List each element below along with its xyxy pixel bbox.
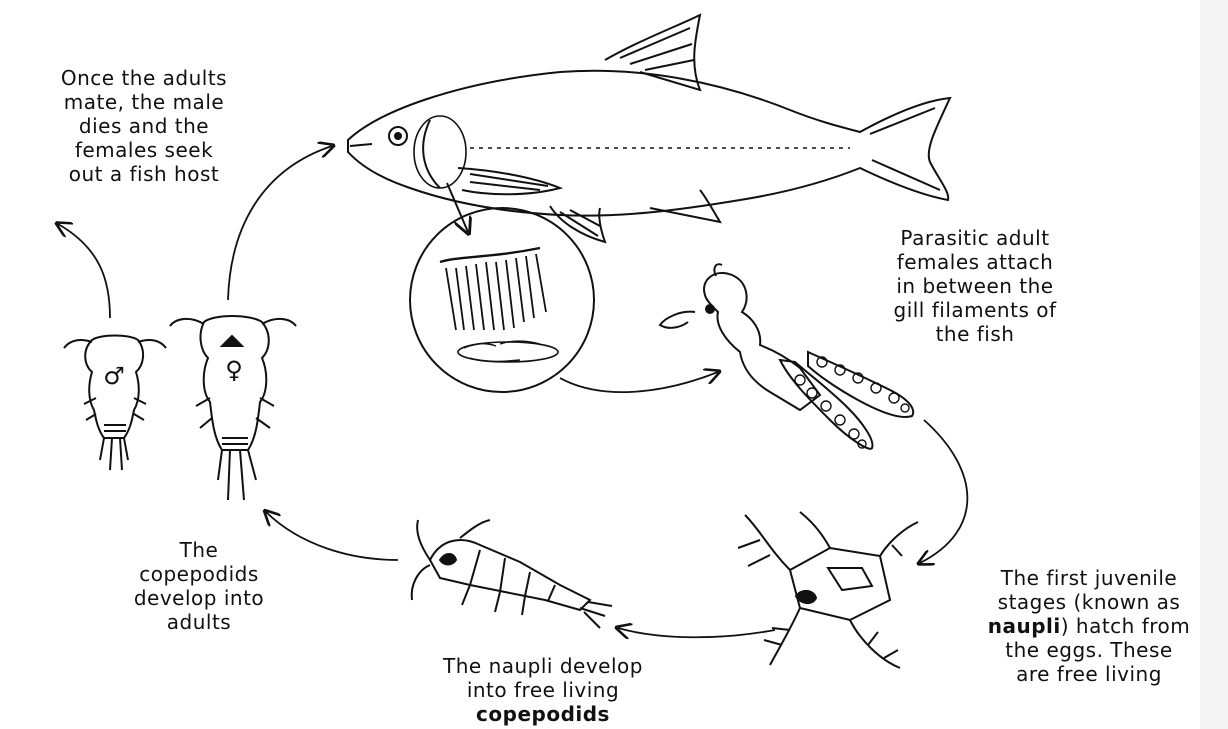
male-symbol: ♂ <box>103 362 125 390</box>
fish-host <box>348 15 950 242</box>
label-line: Parasitic adult <box>862 226 1088 250</box>
label-line: females attach <box>862 250 1088 274</box>
label-line: The first juvenile <box>960 566 1218 590</box>
label-line: adults <box>84 610 314 634</box>
nauplius <box>738 512 918 668</box>
copepodid <box>412 520 612 628</box>
label-fragment: ) hatch from <box>1061 614 1191 638</box>
egg-sac-right <box>808 352 913 417</box>
label-line: into free living <box>398 678 688 702</box>
arrow-nauplius-to-copepodid <box>618 628 775 637</box>
label-line: dies and the <box>20 114 268 138</box>
label-line: the fish <box>862 322 1088 346</box>
label-line: The <box>84 538 314 562</box>
adult-male-copepod <box>64 336 166 471</box>
female-symbol: ♀ <box>225 356 243 384</box>
label-first-juvenile: The first juvenile stages (known as naup… <box>960 566 1218 686</box>
label-line: out a fish host <box>20 162 268 186</box>
gill-filaments <box>446 254 546 330</box>
label-line: mate, the male <box>20 90 268 114</box>
fish-anal-fin <box>650 190 720 222</box>
copepodids-term: copepodids <box>398 702 688 726</box>
adult-female-copepod <box>170 316 296 500</box>
label-line: in between the <box>862 274 1088 298</box>
arrow-female-to-nauplius <box>920 420 967 563</box>
label-line: are free living <box>960 662 1218 686</box>
label-naupli-develop: The naupli develop into free living cope… <box>398 654 688 726</box>
label-line: copepodids <box>84 562 314 586</box>
arrow-gill-to-female <box>560 372 718 392</box>
arrow-male-dies <box>58 224 110 318</box>
label-line: stages (known as <box>960 590 1218 614</box>
label-parasitic-attach: Parasitic adult females attach in betwee… <box>862 226 1088 346</box>
label-line: naupli) hatch from <box>960 614 1218 638</box>
label-line: gill filaments of <box>862 298 1088 322</box>
label-line: The naupli develop <box>398 654 688 678</box>
label-line: Once the adults <box>20 66 268 90</box>
fish-pectoral-fin <box>458 168 560 194</box>
naupli-term: naupli <box>988 614 1061 638</box>
label-mate-and-seek-host: Once the adults mate, the male dies and … <box>20 66 268 186</box>
gill-highlight <box>414 116 466 188</box>
label-copepodids-develop: The copepodids develop into adults <box>84 538 314 634</box>
label-line: females seek <box>20 138 268 162</box>
label-line: develop into <box>84 586 314 610</box>
label-line: the eggs. These <box>960 638 1218 662</box>
